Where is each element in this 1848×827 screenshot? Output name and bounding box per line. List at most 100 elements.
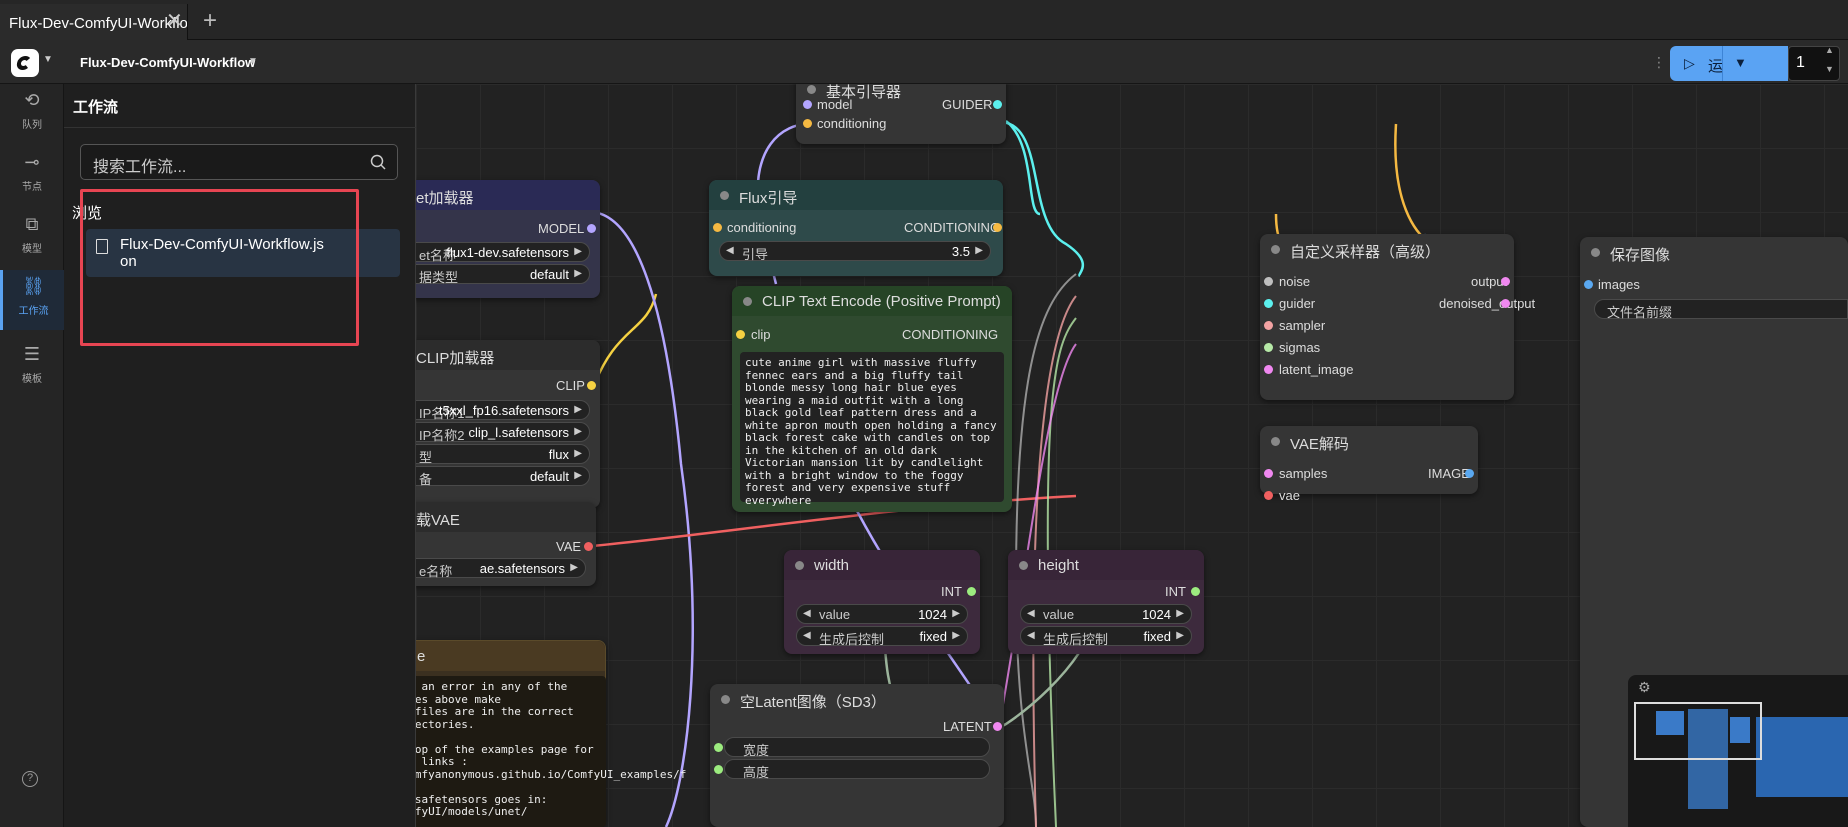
node-collapse-dot[interactable]	[1591, 248, 1600, 257]
input-slot-dot[interactable]	[1264, 491, 1273, 500]
chevron-down-icon[interactable]: ▼	[43, 54, 53, 65]
latent-height-widget[interactable]: 高度	[724, 759, 990, 780]
node-vae-decode[interactable]: VAE解码	[1260, 426, 1478, 494]
output-slot-dot[interactable]	[967, 587, 976, 596]
input-slot-dot[interactable]	[1264, 343, 1273, 352]
input-slot-dot[interactable]	[1264, 321, 1273, 330]
search-icon	[370, 154, 386, 170]
search-input[interactable]: 搜索工作流...	[80, 144, 398, 180]
comfy-logo[interactable]	[11, 49, 39, 77]
sidebar-item-nodes[interactable]: ⊸节点	[0, 146, 64, 202]
arrow-right-icon[interactable]: ▶	[1176, 608, 1184, 619]
output-slot-dot[interactable]	[1501, 299, 1510, 308]
input-slot-dot[interactable]	[1264, 469, 1273, 478]
node-collapse-dot[interactable]	[795, 561, 804, 570]
output-slot-dot[interactable]	[1501, 277, 1510, 286]
arrow-left-icon[interactable]: ◀	[726, 245, 734, 256]
node-collapse-dot[interactable]	[720, 191, 729, 200]
latent-width-widget[interactable]: 宽度	[724, 737, 990, 758]
arrow-right-icon[interactable]: ▶	[574, 404, 582, 415]
sidebar-label: 模型	[22, 244, 42, 255]
arrow-left-icon[interactable]: ◀	[1027, 608, 1035, 619]
output-slot-dot[interactable]	[993, 722, 1002, 731]
node-collapse-dot[interactable]	[743, 297, 752, 306]
arrow-right-icon[interactable]: ▶	[570, 562, 578, 573]
arrow-right-icon[interactable]: ▶	[975, 245, 983, 256]
workflow-title[interactable]: Flux-Dev-ComfyUI-Workflow	[80, 55, 256, 70]
minimap[interactable]: ⚙	[1628, 675, 1848, 827]
sidebar-item-templates[interactable]: ☰模板	[0, 338, 64, 394]
output-slot-dot[interactable]	[587, 224, 596, 233]
output-slot-dot[interactable]	[584, 542, 593, 551]
node-collapse-dot[interactable]	[721, 695, 730, 704]
sidebar-item-queue[interactable]: ⟲队列	[0, 84, 64, 140]
batch-count-input[interactable]: 1	[1788, 46, 1840, 81]
arrow-left-icon[interactable]: ◀	[803, 630, 811, 641]
input-slot-dot[interactable]	[714, 743, 723, 752]
arrow-right-icon[interactable]: ▶	[1176, 630, 1184, 641]
output-slot-dot[interactable]	[587, 381, 596, 390]
node-collapse-dot[interactable]	[807, 85, 816, 94]
output-slot-dot[interactable]	[1465, 469, 1474, 478]
close-icon[interactable]: ✕	[166, 10, 183, 32]
node-custom-sampler[interactable]: 自定义采样器（高级）	[1260, 234, 1514, 400]
node-title: height	[1008, 550, 1204, 580]
increment-icon[interactable]: ▲	[1825, 45, 1834, 55]
filename-prefix-widget[interactable]: 文件名前缀	[1594, 299, 1848, 320]
sidebar-item-workflows[interactable]: ⛓工作流	[0, 270, 64, 330]
input-slot-dot[interactable]	[714, 765, 723, 774]
prompt-textarea[interactable]: cute anime girl with massive fluffy fenn…	[740, 352, 1004, 506]
graph-canvas[interactable]: 基本引导器 model conditioning GUIDER et加载器 MO…	[416, 84, 1848, 827]
run-options-chevron-icon[interactable]: ▼	[1722, 46, 1760, 81]
input-slot-dot[interactable]	[1584, 280, 1593, 289]
input-slot-dot[interactable]	[1264, 277, 1273, 286]
settings-sliders-icon[interactable]: ⚙	[1638, 679, 1651, 695]
arrow-right-icon[interactable]: ▶	[574, 426, 582, 437]
arrow-right-icon[interactable]: ▶	[574, 470, 582, 481]
input-slot-dot[interactable]	[713, 223, 722, 232]
arrow-left-icon[interactable]: ◀	[803, 608, 811, 619]
node-collapse-dot[interactable]	[1271, 245, 1280, 254]
decrement-icon[interactable]: ▼	[1825, 64, 1834, 74]
input-slot-dot[interactable]	[736, 330, 745, 339]
sidebar-item-models[interactable]: ⧉模型	[0, 208, 64, 264]
input-slot-dot[interactable]	[1264, 299, 1273, 308]
output-slot-label: LATENT	[943, 719, 992, 734]
input-slot-dot[interactable]	[803, 119, 812, 128]
node-collapse-dot[interactable]	[1019, 561, 1028, 570]
node-collapse-dot[interactable]	[1271, 437, 1280, 446]
tab-title: Flux-Dev-ComfyUI-Workflow	[9, 15, 188, 32]
arrow-right-icon[interactable]: ▶	[574, 268, 582, 279]
output-slot-dot[interactable]	[993, 100, 1002, 109]
workflow-tab[interactable]: Flux-Dev-ComfyUI-Workflow	[0, 4, 188, 40]
workflow-file-item[interactable]: Flux-Dev-ComfyUI-Workflow.json	[86, 229, 400, 277]
note-text[interactable]: get an error in any of the nodes above m…	[416, 676, 686, 827]
arrow-right-icon[interactable]: ▶	[952, 630, 960, 641]
arrow-left-icon[interactable]: ◀	[1027, 630, 1035, 641]
chevron-down-icon[interactable]: ▼	[248, 56, 258, 67]
node-basic-guider[interactable]: 基本引导器	[796, 84, 1006, 144]
input-slot-dot[interactable]	[803, 100, 812, 109]
input-slot-dot[interactable]	[1264, 365, 1273, 374]
left-sidebar: ⟲队列 ⊸节点 ⧉模型 ⛓工作流 ☰模板	[0, 84, 64, 827]
arrow-right-icon[interactable]: ▶	[574, 246, 582, 257]
help-icon[interactable]: ?	[22, 771, 38, 787]
add-tab-icon[interactable]: +	[203, 7, 218, 34]
minimap-viewport[interactable]	[1634, 702, 1762, 760]
arrow-right-icon[interactable]: ▶	[952, 608, 960, 619]
output-slot-dot[interactable]	[1191, 587, 1200, 596]
arrow-right-icon[interactable]: ▶	[574, 448, 582, 459]
output-slot-dot[interactable]	[993, 223, 1002, 232]
